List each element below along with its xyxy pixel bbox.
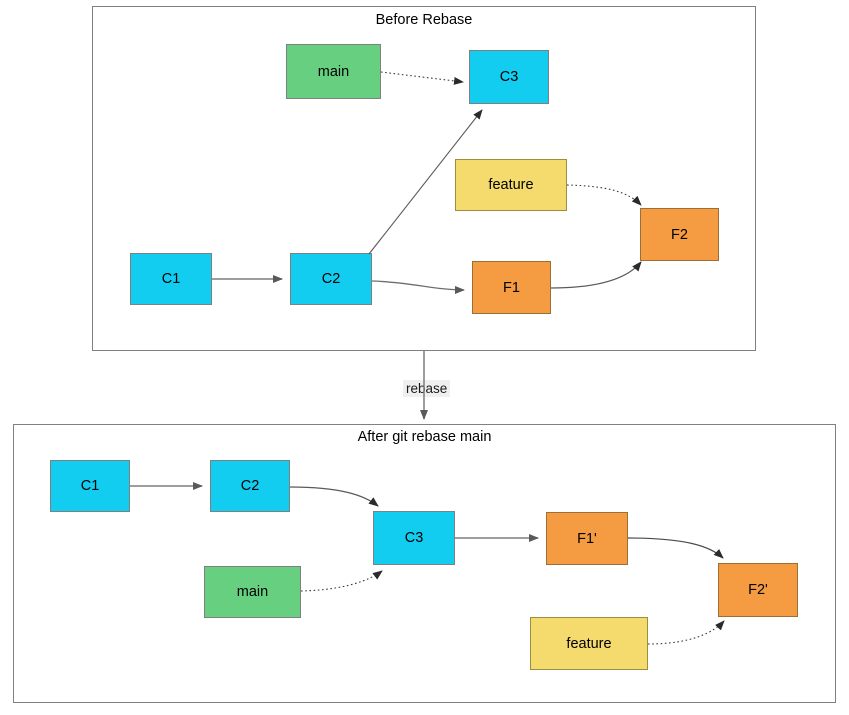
node-before-feature[interactable]: feature [455,159,567,211]
node-label: C2 [321,271,341,287]
node-label: F2' [748,582,768,598]
node-after-c1[interactable]: C1 [50,460,130,512]
node-before-f1[interactable]: F1 [472,261,551,314]
node-after-feature[interactable]: feature [530,617,648,670]
panel-after-title: After git rebase main [357,429,492,445]
node-label: F1' [577,530,597,547]
node-label: F2 [671,226,688,243]
node-after-f1-prime[interactable]: F1' [546,512,628,565]
panel-before-title: Before Rebase [375,12,473,28]
node-label: main [236,584,269,600]
node-before-main[interactable]: main [286,44,381,99]
node-label: feature [566,635,612,652]
node-label: main [317,63,350,80]
node-label: C3 [404,530,424,546]
node-label: C1 [80,478,100,494]
node-after-c3[interactable]: C3 [373,511,455,565]
node-before-c1[interactable]: C1 [130,253,212,305]
node-after-c2[interactable]: C2 [210,460,290,512]
transition-label-rebase: rebase [403,380,451,397]
node-before-f2[interactable]: F2 [640,208,719,261]
node-label: C3 [499,69,519,85]
node-label: C2 [240,478,260,494]
node-before-c3[interactable]: C3 [469,50,549,104]
node-before-c2[interactable]: C2 [290,253,372,305]
node-after-main[interactable]: main [204,566,301,618]
node-after-f2-prime[interactable]: F2' [718,563,798,617]
node-label: feature [488,177,534,193]
node-label: C1 [161,271,181,287]
node-label: F1 [503,279,520,296]
